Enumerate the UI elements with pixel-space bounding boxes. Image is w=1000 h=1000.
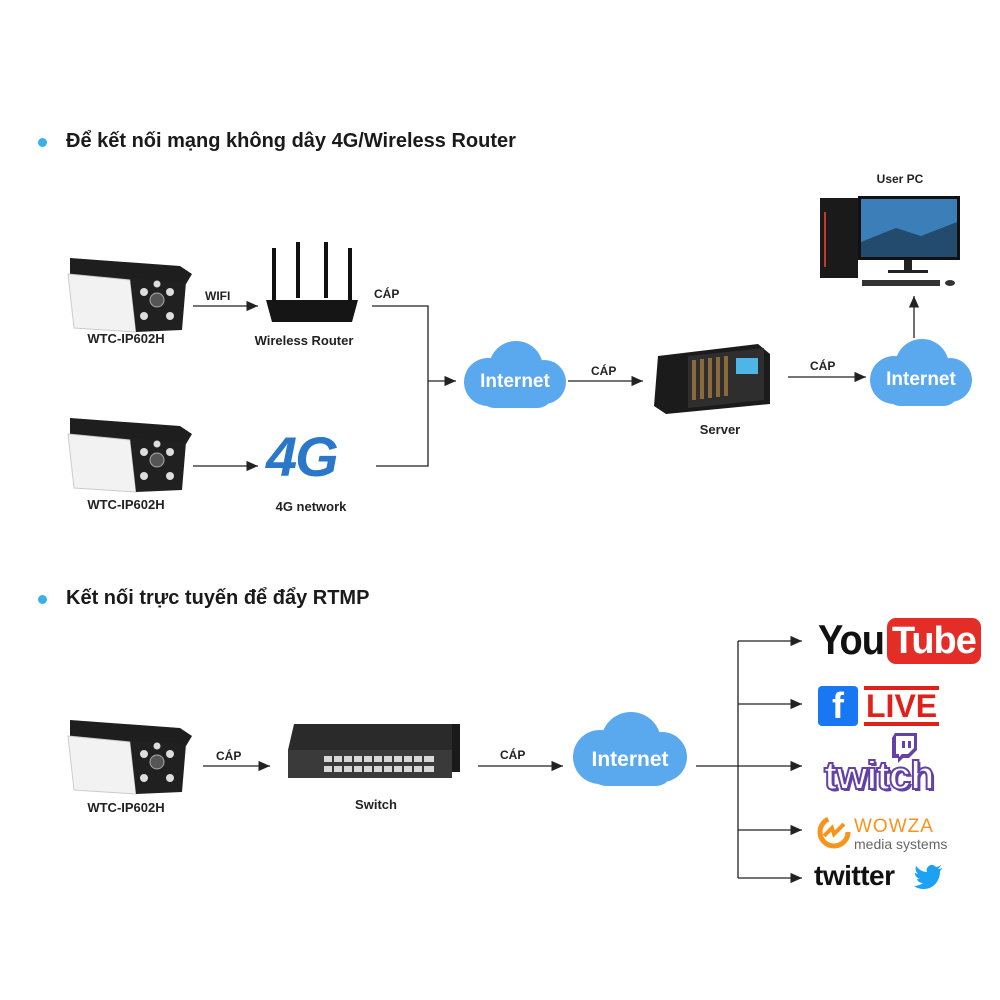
section2-bullet xyxy=(38,595,47,604)
internet-cloud-3 xyxy=(573,712,687,786)
fourg-logo: 4G xyxy=(266,425,339,488)
camera1-label: WTC-IP602H xyxy=(87,331,165,346)
twitter-bird-icon xyxy=(914,864,942,889)
cap-label-2: CÁP xyxy=(591,364,617,378)
camera2-label: WTC-IP602H xyxy=(87,497,165,512)
twitter-logo: twitter xyxy=(814,860,895,891)
internet-label-1: Internet xyxy=(480,371,550,392)
section1-title: Để kết nối mạng không dây 4G/Wireless Ro… xyxy=(66,130,516,152)
wowza-icon xyxy=(817,815,851,849)
section1-bullet xyxy=(38,138,47,147)
fourg-label: 4G network xyxy=(275,499,347,514)
section2-title: Kết nối trực tuyến để đẩy RTMP xyxy=(66,587,370,609)
user-pc-label: User PC xyxy=(876,172,924,186)
youtube-tube: Tube xyxy=(886,618,981,664)
wowza-subtext: media systems xyxy=(854,836,948,852)
switch-icon xyxy=(288,724,460,778)
wowza-text: WOWZA xyxy=(854,816,934,837)
internet-cloud-2 xyxy=(870,339,972,406)
router-label: Wireless Router xyxy=(254,333,354,348)
internet-label-2: Internet xyxy=(886,369,956,390)
server-label: Server xyxy=(699,422,741,437)
router-to-merge xyxy=(372,305,429,467)
section2-cap-label-2: CÁP xyxy=(500,748,526,762)
section2-cap-label-1: CÁP xyxy=(216,749,242,763)
facebook-icon: f xyxy=(818,686,858,726)
facebook-live-logo: f LIVE xyxy=(818,684,940,728)
camera2-icon xyxy=(67,418,192,493)
camera1-icon xyxy=(67,258,192,333)
facebook-live-text: LIVE xyxy=(864,686,940,726)
user-pc-icon xyxy=(820,196,960,286)
twitch-logo: twitch xyxy=(823,753,936,799)
server-icon xyxy=(654,344,770,414)
switch-label: Switch xyxy=(355,797,397,812)
youtube-logo: You Tube xyxy=(818,617,981,665)
camera3-label: WTC-IP602H xyxy=(87,800,165,815)
internet-cloud-1 xyxy=(464,341,566,408)
internet-label-3: Internet xyxy=(591,748,669,771)
wifi-label: WIFI xyxy=(205,289,231,303)
router-icon xyxy=(266,242,358,322)
cap-label-3: CÁP xyxy=(810,359,836,373)
youtube-you: You xyxy=(818,617,885,664)
cap-label-1: CÁP xyxy=(374,287,400,301)
twitch-glyph-icon xyxy=(892,733,917,763)
camera3-icon xyxy=(67,720,192,795)
